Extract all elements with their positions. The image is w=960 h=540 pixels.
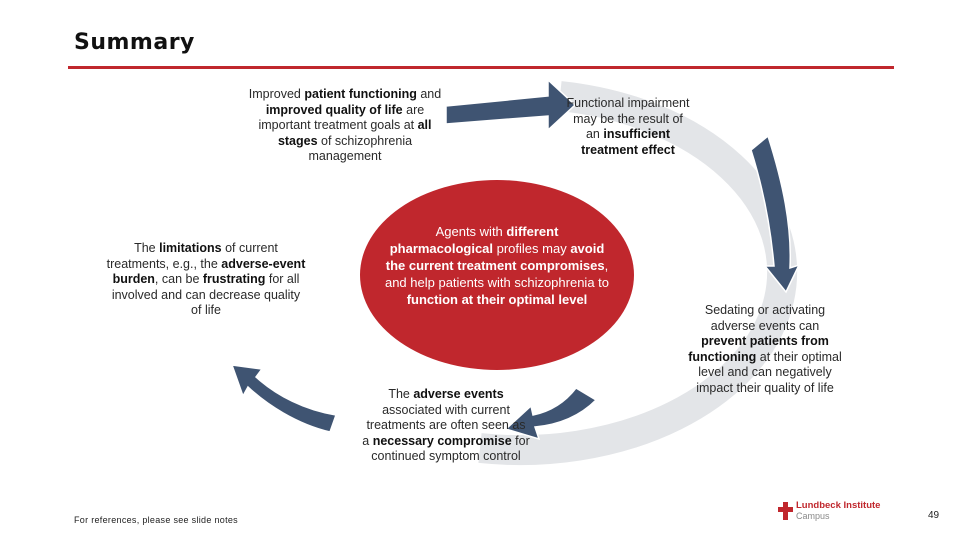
text-center: Agents with different pharmacological pr… xyxy=(384,223,610,308)
arrow-bottom xyxy=(504,387,598,441)
cycle-ring xyxy=(478,81,798,466)
center-oval xyxy=(360,180,634,370)
text-bottom: The adverse events associated with curre… xyxy=(362,387,530,465)
emphasis-text: adverse-event burden xyxy=(112,256,306,287)
arrow-right xyxy=(750,134,801,294)
body-text: associated with current treatments are o… xyxy=(362,402,526,448)
emphasis-text: insufficient treatment effect xyxy=(581,127,675,157)
body-text: Functional impairment may be the result … xyxy=(566,96,690,141)
text-left: The limitations of current treatments, e… xyxy=(106,241,306,319)
text-right: Sedating or activating adverse events ca… xyxy=(688,303,842,396)
logo-cross-icon xyxy=(778,502,793,520)
emphasis-text: frustrating xyxy=(202,272,266,286)
emphasis-text: prevent patients from functioning xyxy=(688,334,829,364)
body-text: Improved xyxy=(248,87,305,101)
page-title: Summary xyxy=(74,30,195,55)
body-text: at their optimal level and can negativel… xyxy=(696,349,842,395)
arrow-left xyxy=(230,364,338,433)
logo-subtitle: Campus xyxy=(796,511,830,521)
body-text: Sedating or activating adverse events ca… xyxy=(704,303,826,333)
body-text: , can be xyxy=(154,272,203,286)
references-note: For references, please see slide notes xyxy=(74,515,238,525)
emphasis-text: necessary compromise xyxy=(372,433,512,448)
emphasis-text: improved quality of life xyxy=(265,102,403,117)
emphasis-text: different pharmacological xyxy=(389,224,559,256)
body-text: Agents with xyxy=(435,224,507,239)
lundbeck-logo: Lundbeck Institute Campus xyxy=(778,500,908,526)
body-text: and xyxy=(416,87,442,101)
text-top-right: Functional impairment may be the result … xyxy=(566,96,690,158)
body-text: The xyxy=(134,241,160,255)
body-text: of schizophrenia management xyxy=(308,133,413,164)
body-text: , and help patients with schizophrenia t… xyxy=(384,258,610,290)
emphasis-text: all stages xyxy=(277,118,432,148)
body-text: for all involved and can decrease qualit… xyxy=(111,272,301,317)
emphasis-text: patient functioning xyxy=(304,87,417,101)
body-text: profiles may xyxy=(493,241,571,256)
title-divider xyxy=(68,66,894,69)
emphasis-text: limitations xyxy=(159,241,222,255)
page-number: 49 xyxy=(928,510,940,521)
body-text: are important treatment goals at xyxy=(258,102,425,133)
logo-name: Lundbeck Institute xyxy=(796,500,881,511)
emphasis-text: avoid the current treatment compromises xyxy=(385,241,605,273)
text-top-left: Improved patient functioning and improve… xyxy=(240,87,450,165)
arrow-top xyxy=(445,78,577,132)
body-text: The xyxy=(388,387,414,401)
emphasis-text: function at their optimal level xyxy=(406,292,588,307)
emphasis-text: adverse events xyxy=(413,387,504,401)
body-text: of current treatments, e.g., the xyxy=(106,241,278,271)
body-text: for continued symptom control xyxy=(371,433,530,464)
